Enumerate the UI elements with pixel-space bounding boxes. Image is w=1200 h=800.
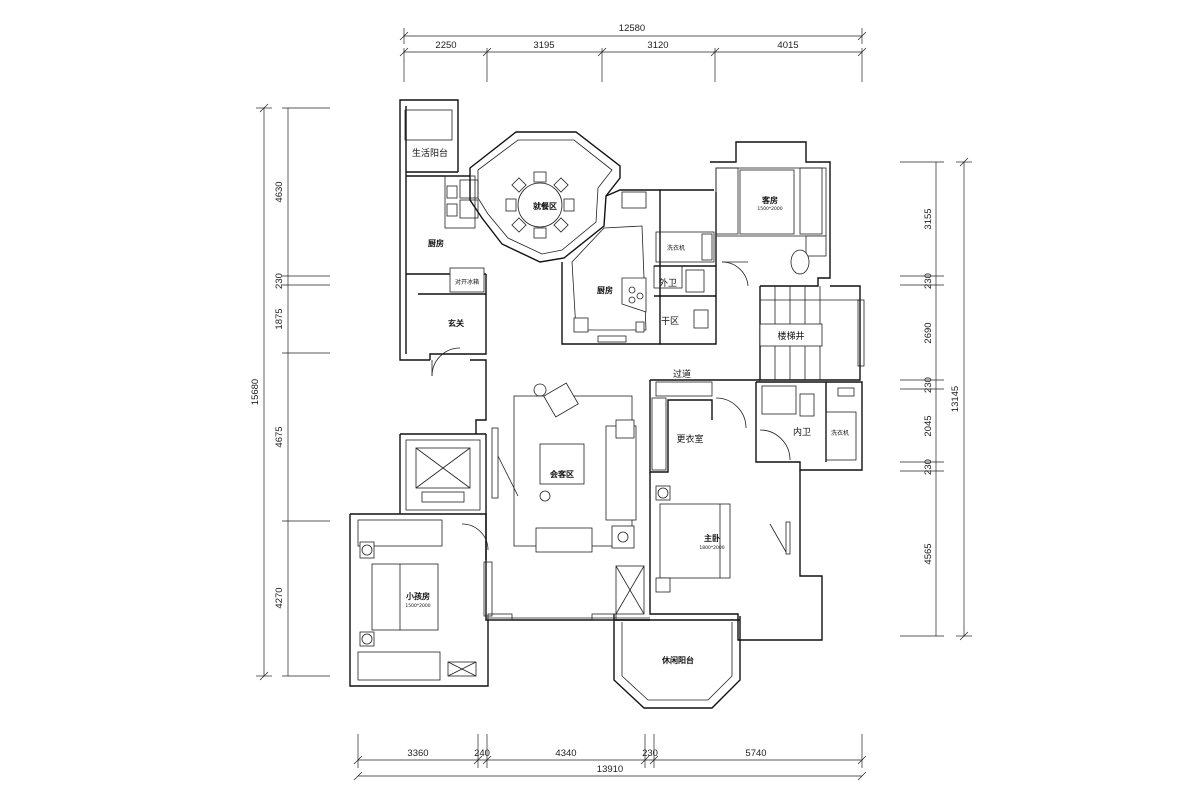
dim-top-1: 2250 [435,40,456,51]
label-master: 主卧 [704,533,720,543]
dining-table [517,182,563,228]
dim-left-1: 4630 [274,181,285,202]
label-kids: 小孩房 [405,591,430,601]
label-kitchen: 厨房 [597,285,613,295]
kids-bed [371,563,439,631]
label-living: 会客区 [550,469,574,479]
label-foyer: 玄关 [448,318,464,328]
label-kids-size: 1500*2000 [405,603,430,609]
dimension-left: 15680 4630 230 1875 4675 4270 [250,103,330,681]
dim-top-total: 12580 [619,23,645,34]
dim-right-3: 2690 [923,322,934,343]
fridge-box [449,267,485,293]
label-fridge: 对开冰箱 [455,278,479,286]
balcony-sink-area [404,109,453,141]
stair-label-box [759,323,823,347]
dim-bottom-4: 230 [642,748,658,759]
dim-top-2: 3195 [533,40,554,51]
dim-bottom-5: 5740 [745,748,766,759]
dim-bottom-3: 4340 [555,748,576,759]
label-int-bath: 内卫 [793,426,811,438]
dim-right-1: 3155 [923,208,934,229]
dim-bottom-total: 13910 [597,764,623,775]
master-bed [659,503,731,579]
dim-left-total: 15680 [250,379,261,405]
label-dry-area: 干区 [661,316,679,327]
coffee-table [539,443,585,485]
sofa [605,425,637,521]
dim-left-3: 1875 [274,308,285,329]
dim-left-4: 4675 [274,426,285,447]
label-utility-balcony: 生活阳台 [412,147,448,159]
dim-right-5: 2045 [923,415,934,436]
label-kitchen-west: 厨房 [428,238,444,248]
dim-right-total: 13145 [950,386,961,412]
label-corridor: 过道 [673,368,691,380]
dim-top-3: 3120 [647,40,668,51]
dimension-bottom: 3360 240 4340 230 5740 13910 [353,734,867,781]
dimension-right: 3155 230 2690 230 2045 230 4565 13145 [900,157,972,641]
label-ext-bath: 外卫 [659,277,677,289]
dim-bottom-2: 240 [474,748,490,759]
label-bedroom-ne: 客房 [761,195,778,205]
dim-right-2: 230 [923,273,934,289]
label-washer-north: 洗衣机 [667,244,685,252]
dim-right-7: 4565 [923,543,934,564]
label-bedroom-ne-size: 1500*2000 [757,206,782,212]
label-dining-area: 就餐区 [533,201,557,211]
dimension-top: 12580 2250 3195 3120 4015 [399,23,867,82]
label-closet: 更衣室 [676,433,703,445]
dim-right-4: 230 [923,377,934,393]
dim-left-5: 4270 [274,587,285,608]
dim-left-2: 230 [274,273,285,289]
guest-bed [739,169,795,235]
dim-top-4: 4015 [777,40,798,51]
label-master-size: 1800*2000 [699,545,724,551]
label-leisure-balcony: 休闲阳台 [661,655,694,665]
room-labels: 生活阳台 就餐区 厨房 对开冰箱 厨房 客房 1500*2000 洗衣机 外卫 … [405,147,849,665]
label-washer-south: 洗衣机 [831,429,849,437]
walls [349,99,865,709]
label-stair: 楼梯井 [777,330,804,342]
dim-right-6: 230 [923,459,934,475]
dim-bottom-1: 3360 [407,748,428,759]
